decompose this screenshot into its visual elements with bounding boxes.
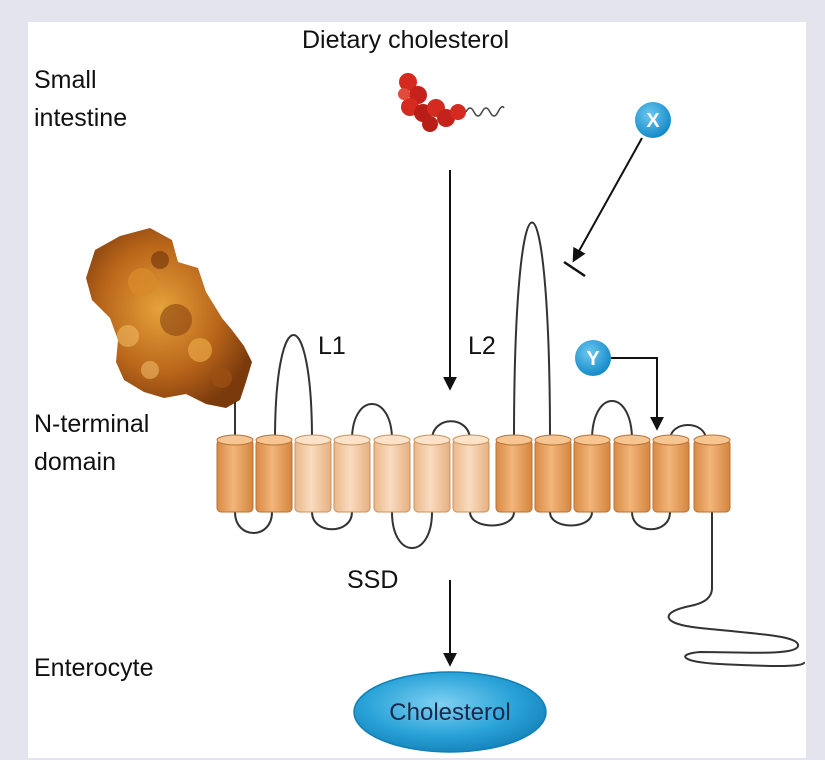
- helix-12: [652, 434, 690, 513]
- loop-l2-label: L2: [468, 332, 496, 360]
- helix-13: [693, 434, 731, 513]
- x-badge: X: [635, 102, 671, 138]
- helix-3: [294, 434, 332, 513]
- loop-l2: [513, 221, 551, 441]
- helix-5: [373, 434, 411, 513]
- y-activation-arrow: [611, 357, 664, 431]
- small-intestine-label-line2: intestine: [34, 104, 127, 132]
- helix-7: [452, 434, 490, 513]
- cholesterol-label: Cholesterol: [389, 699, 510, 726]
- cholesterol-node: Cholesterol: [353, 671, 547, 753]
- helix-9: [534, 434, 572, 513]
- ssd-label: SSD: [347, 566, 398, 594]
- enterocyte-label: Enterocyte: [34, 654, 154, 682]
- c-terminal-tail: [667, 512, 806, 667]
- small-intestine-label-line1: Small: [34, 66, 97, 94]
- n-terminal-label-line1: N-terminal: [34, 410, 149, 438]
- helix-11: [613, 434, 651, 513]
- x-badge-label: X: [646, 110, 660, 132]
- helix-8: [495, 434, 533, 513]
- n-terminal-label-line2: domain: [34, 448, 116, 476]
- loop-l1-label: L1: [318, 332, 346, 360]
- dietary-cholesterol-label: Dietary cholesterol: [302, 26, 509, 54]
- helix-6: [413, 434, 451, 513]
- y-badge-label: Y: [586, 348, 600, 370]
- n-terminal-protein-structure-icon: [86, 228, 252, 408]
- helix-2: [255, 434, 293, 513]
- intracellular-loops: [234, 511, 806, 667]
- helix-4: [333, 434, 371, 513]
- loop-l1: [274, 334, 313, 441]
- helix-1: [216, 434, 254, 513]
- x-inhibition-arrow: [572, 137, 643, 263]
- helix-10: [573, 434, 611, 513]
- transmembrane-helices: [216, 434, 731, 513]
- y-badge: Y: [575, 340, 611, 376]
- cholesterol-molecule-icon: [398, 73, 505, 132]
- x-inhibition-bar: [563, 260, 586, 278]
